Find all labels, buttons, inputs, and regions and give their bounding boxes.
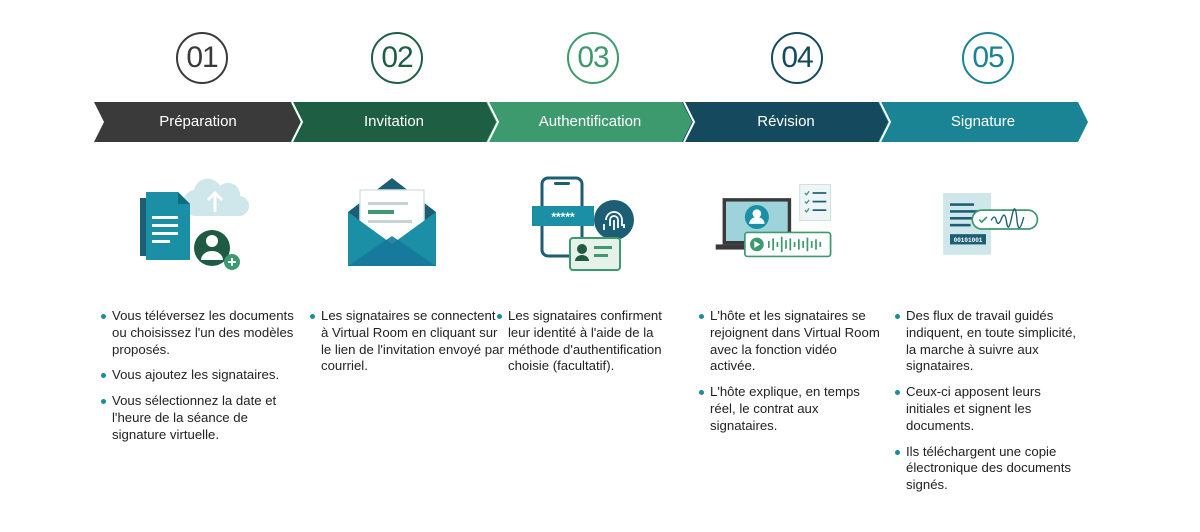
phone-fingerprint-id-icon: ***** — [532, 176, 634, 271]
step-number-5: 05 — [962, 32, 1014, 84]
chevron-revision — [682, 102, 890, 142]
signed-document-icon: 00101001 — [943, 193, 1039, 255]
list-item: Vous ajoutez les signataires. — [100, 367, 296, 384]
step-3-description: Les signataires confirment leur identité… — [496, 308, 682, 384]
step-number-2: 02 — [371, 32, 423, 84]
list-item: Les signataires se connectent à Virtual … — [309, 308, 505, 375]
step-2-description: Les signataires se connectent à Virtual … — [309, 308, 505, 384]
chevron-invitation — [290, 102, 498, 142]
password-mask: ***** — [551, 210, 575, 224]
list-item: L'hôte explique, en temps réel, le contr… — [698, 384, 882, 434]
step-number-1: 01 — [176, 32, 228, 84]
list-item: Des flux de travail guidés indiquent, en… — [894, 308, 1084, 375]
laptop-video-call-icon — [715, 184, 832, 258]
step-label-3: Authentification — [538, 113, 642, 130]
step-label-2: Invitation — [363, 113, 425, 130]
chevron-authentification — [486, 102, 694, 142]
step-label-4: Révision — [757, 113, 815, 130]
list-item: Ceux-ci apposent leurs initiales et sign… — [894, 384, 1084, 434]
document-upload-user-icon — [140, 178, 250, 270]
step-number-4: 04 — [771, 32, 823, 84]
binary-code: 00101001 — [954, 237, 983, 244]
chevron-preparation — [94, 102, 302, 142]
list-item: L'hôte et les signataires se rejoignent … — [698, 308, 882, 375]
chevron-signature — [878, 102, 1088, 142]
step-label-1: Préparation — [159, 113, 237, 130]
list-item: Les signataires confirment leur identité… — [496, 308, 682, 375]
step-1-description: Vous téléversez les documents ou choisis… — [100, 308, 296, 453]
step-chevron-band — [94, 102, 1088, 142]
step-5-description: Des flux de travail guidés indiquent, en… — [894, 308, 1084, 503]
step-4-description: L'hôte et les signataires se rejoignent … — [698, 308, 882, 444]
step-label-5: Signature — [950, 113, 1016, 130]
step-number-3: 03 — [567, 32, 619, 84]
list-item: Vous téléversez les documents ou choisis… — [100, 308, 296, 358]
list-item: Ils téléchargent une copie électronique … — [894, 444, 1084, 494]
list-item: Vous sélectionnez la date et l'heure de … — [100, 393, 296, 443]
envelope-letter-icon — [348, 178, 436, 266]
